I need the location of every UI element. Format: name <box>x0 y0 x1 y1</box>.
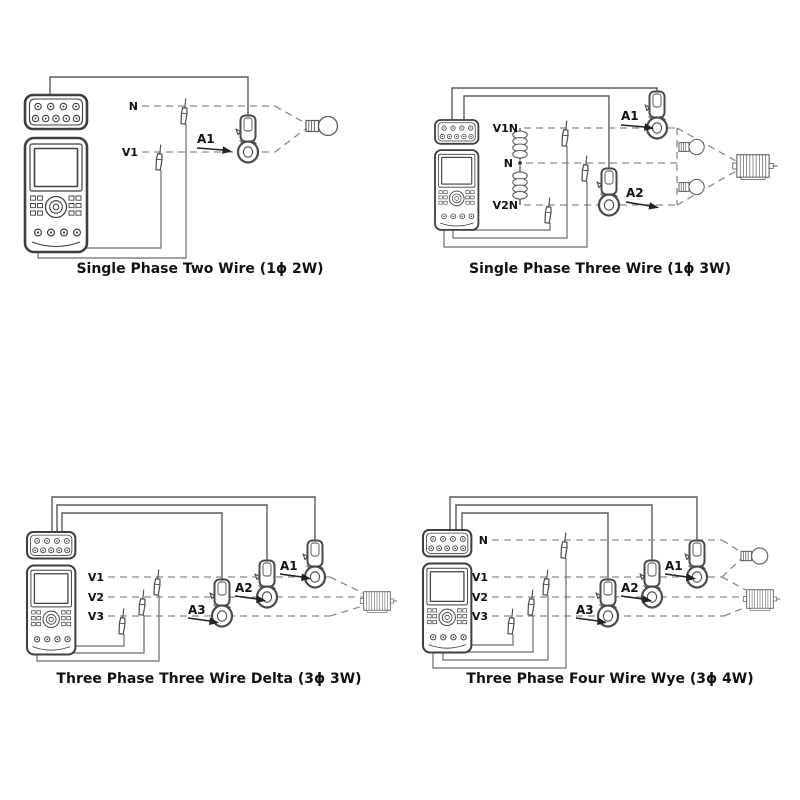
panel-single-phase-three-wire: V1N N V2N A1 A2 Single Phase Three Wire … <box>434 87 778 277</box>
current-direction-arrow <box>187 617 211 622</box>
current-clamp-icon <box>643 90 669 140</box>
test-probe-icon <box>152 568 163 596</box>
caption: Single Phase Three Wire (1ϕ 3W) <box>469 261 731 277</box>
label-a3: A3 <box>576 603 594 617</box>
phase-line-v1-branch <box>721 558 742 578</box>
label-a2: A2 <box>621 581 639 595</box>
current-direction-arrow <box>625 201 651 207</box>
lamp-load-icon <box>740 547 769 565</box>
test-probe-icon <box>137 588 148 616</box>
panel-three-phase-four-wire-wye: N V1 V2 V3 A1 A2 A3 Three Phase Four Wir… <box>421 496 781 687</box>
panel-single-phase-two-wire: N V1 A1 Single Phase Two Wire (1ϕ 2W) <box>23 76 339 277</box>
label-a2: A2 <box>235 581 253 595</box>
current-direction-arrow <box>234 595 258 600</box>
label-a1: A1 <box>665 559 683 573</box>
label-a1: A1 <box>280 559 298 573</box>
lamp-load-icon <box>305 115 339 137</box>
phase-line-n-branch <box>274 105 307 125</box>
caption: Three Phase Three Wire Delta (3ϕ 3W) <box>56 671 361 687</box>
current-direction-arrow <box>196 147 224 151</box>
phase-line-n-branch <box>721 539 742 553</box>
phase-line-v3-branch <box>723 606 747 617</box>
phase-line-v3-branch <box>329 605 364 617</box>
current-direction-arrow <box>575 617 599 622</box>
phase-line-v1-branch <box>274 127 307 153</box>
test-probe-icon <box>526 588 537 616</box>
arrowhead-icon <box>301 573 311 581</box>
label-a1: A1 <box>197 132 215 146</box>
current-direction-arrow <box>620 595 644 600</box>
label-v1: V1 <box>472 571 488 584</box>
arrowhead-icon <box>686 573 696 581</box>
label-n: N <box>479 534 488 547</box>
label-a3: A3 <box>188 603 206 617</box>
phase-line-v1-branch <box>721 576 747 591</box>
label-v2: V2 <box>472 591 488 604</box>
clamp-lead-wire <box>61 512 223 580</box>
label-v3: V3 <box>472 610 488 623</box>
clamp-lead-wire <box>463 95 610 169</box>
current-clamp-icon <box>234 114 260 164</box>
current-clamp-icon <box>595 167 621 217</box>
transformer-coil-icon <box>512 130 528 159</box>
power-analyzer-icon <box>25 530 77 656</box>
clamp-lead-wire <box>455 504 653 561</box>
panel-three-phase-three-wire-delta: V1 V2 V3 A1 A2 A3 Three Phase Three Wire… <box>25 496 398 687</box>
label-a1: A1 <box>621 109 639 123</box>
motor-load-icon <box>359 591 398 613</box>
label-v3: V3 <box>88 610 104 623</box>
label-n: N <box>129 100 138 113</box>
current-direction-arrow <box>620 124 646 128</box>
label-v2: V2 <box>88 591 104 604</box>
test-probe-icon <box>117 607 128 635</box>
motor-load-icon <box>732 154 778 181</box>
arrowhead-icon <box>597 617 607 625</box>
label-v1n: V1N <box>493 122 518 135</box>
clamp-lead-wire <box>451 87 658 120</box>
test-probe-icon <box>580 154 591 182</box>
arrowhead-icon <box>256 595 266 603</box>
caption: Single Phase Two Wire (1ϕ 2W) <box>76 261 323 277</box>
lamp-load-icon <box>678 178 705 196</box>
neutral-node-dot <box>518 161 522 165</box>
clamp-lead-wire <box>56 504 268 561</box>
motor-load-icon <box>742 589 781 611</box>
arrowhead-icon <box>642 595 652 603</box>
arrowhead-icon <box>222 146 232 154</box>
test-probe-icon <box>154 143 165 171</box>
label-v1: V1 <box>122 146 138 159</box>
test-probe-icon <box>560 119 571 147</box>
test-probe-icon <box>543 196 554 224</box>
arrowhead-icon <box>648 202 659 210</box>
clamp-lead-wire <box>461 512 609 580</box>
probe-lead-wire <box>443 181 588 248</box>
current-direction-arrow <box>664 573 688 578</box>
clamp-lead-wire <box>449 496 698 541</box>
test-probe-icon <box>179 97 190 125</box>
probe-lead-wire <box>432 558 567 669</box>
clamp-lead-wire <box>49 76 249 116</box>
test-probe-icon <box>506 607 517 635</box>
label-v1: V1 <box>88 571 104 584</box>
power-analyzer-icon <box>421 528 473 654</box>
lamp-load-icon <box>678 138 705 156</box>
clamp-lead-wire <box>51 496 316 541</box>
test-probe-icon <box>541 568 552 596</box>
transformer-coil-icon <box>512 171 528 200</box>
power-analyzer-icon <box>23 93 89 254</box>
power-analyzer-icon <box>434 119 480 231</box>
test-probe-icon <box>559 531 570 559</box>
caption: Three Phase Four Wire Wye (3ϕ 4W) <box>466 671 753 687</box>
current-clamp-icon <box>301 539 327 589</box>
label-a2: A2 <box>626 186 644 200</box>
current-direction-arrow <box>279 573 303 578</box>
label-v2n: V2N <box>493 199 518 212</box>
label-n: N <box>504 157 513 170</box>
arrowhead-icon <box>644 123 654 131</box>
phase-line-v1-branch <box>329 576 364 594</box>
arrowhead-icon <box>209 617 219 625</box>
